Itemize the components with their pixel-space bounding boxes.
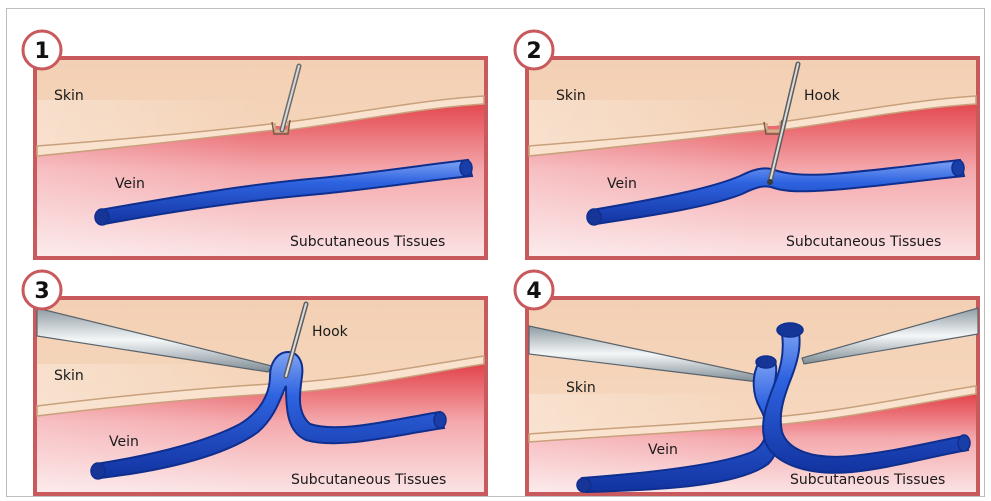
vein-open-end <box>577 478 591 492</box>
vein-label: Vein <box>115 176 145 192</box>
tissue-label: Subcutaneous Tissues <box>290 234 445 250</box>
step-number: 1 <box>34 39 49 64</box>
step-number: 4 <box>526 279 541 304</box>
tissue-label: Subcutaneous Tissues <box>786 234 941 250</box>
vein-label: Vein <box>109 434 139 450</box>
hook-label: Hook <box>804 88 841 104</box>
tissue-label: Subcutaneous Tissues <box>790 472 945 488</box>
skin-label: Skin <box>54 88 84 104</box>
step-1-panel: 1 Skin Vein Subcutaneous Tissues <box>20 26 496 264</box>
skin-label: Skin <box>566 380 596 396</box>
step-4-panel: 4 Skin Vein Subcutaneous Tissues <box>512 264 988 498</box>
vein-label: Vein <box>607 176 637 192</box>
vein-open-end <box>95 209 109 225</box>
skin-label: Skin <box>556 88 586 104</box>
step-number: 2 <box>526 39 541 64</box>
skin-label: Skin <box>54 368 84 384</box>
hook-label: Hook <box>312 324 349 340</box>
step-2-panel: 2 Skin Hook Vein Subcutaneous Tissues <box>512 26 988 264</box>
tissue-label: Subcutaneous Tissues <box>291 472 446 488</box>
step-3-panel: 3 Skin Hook Vein Subcutaneous Tissues <box>20 264 496 498</box>
vein-open-end <box>587 209 601 225</box>
vein-open-end <box>91 463 105 479</box>
vein-label: Vein <box>648 442 678 458</box>
step-number: 3 <box>34 279 49 304</box>
